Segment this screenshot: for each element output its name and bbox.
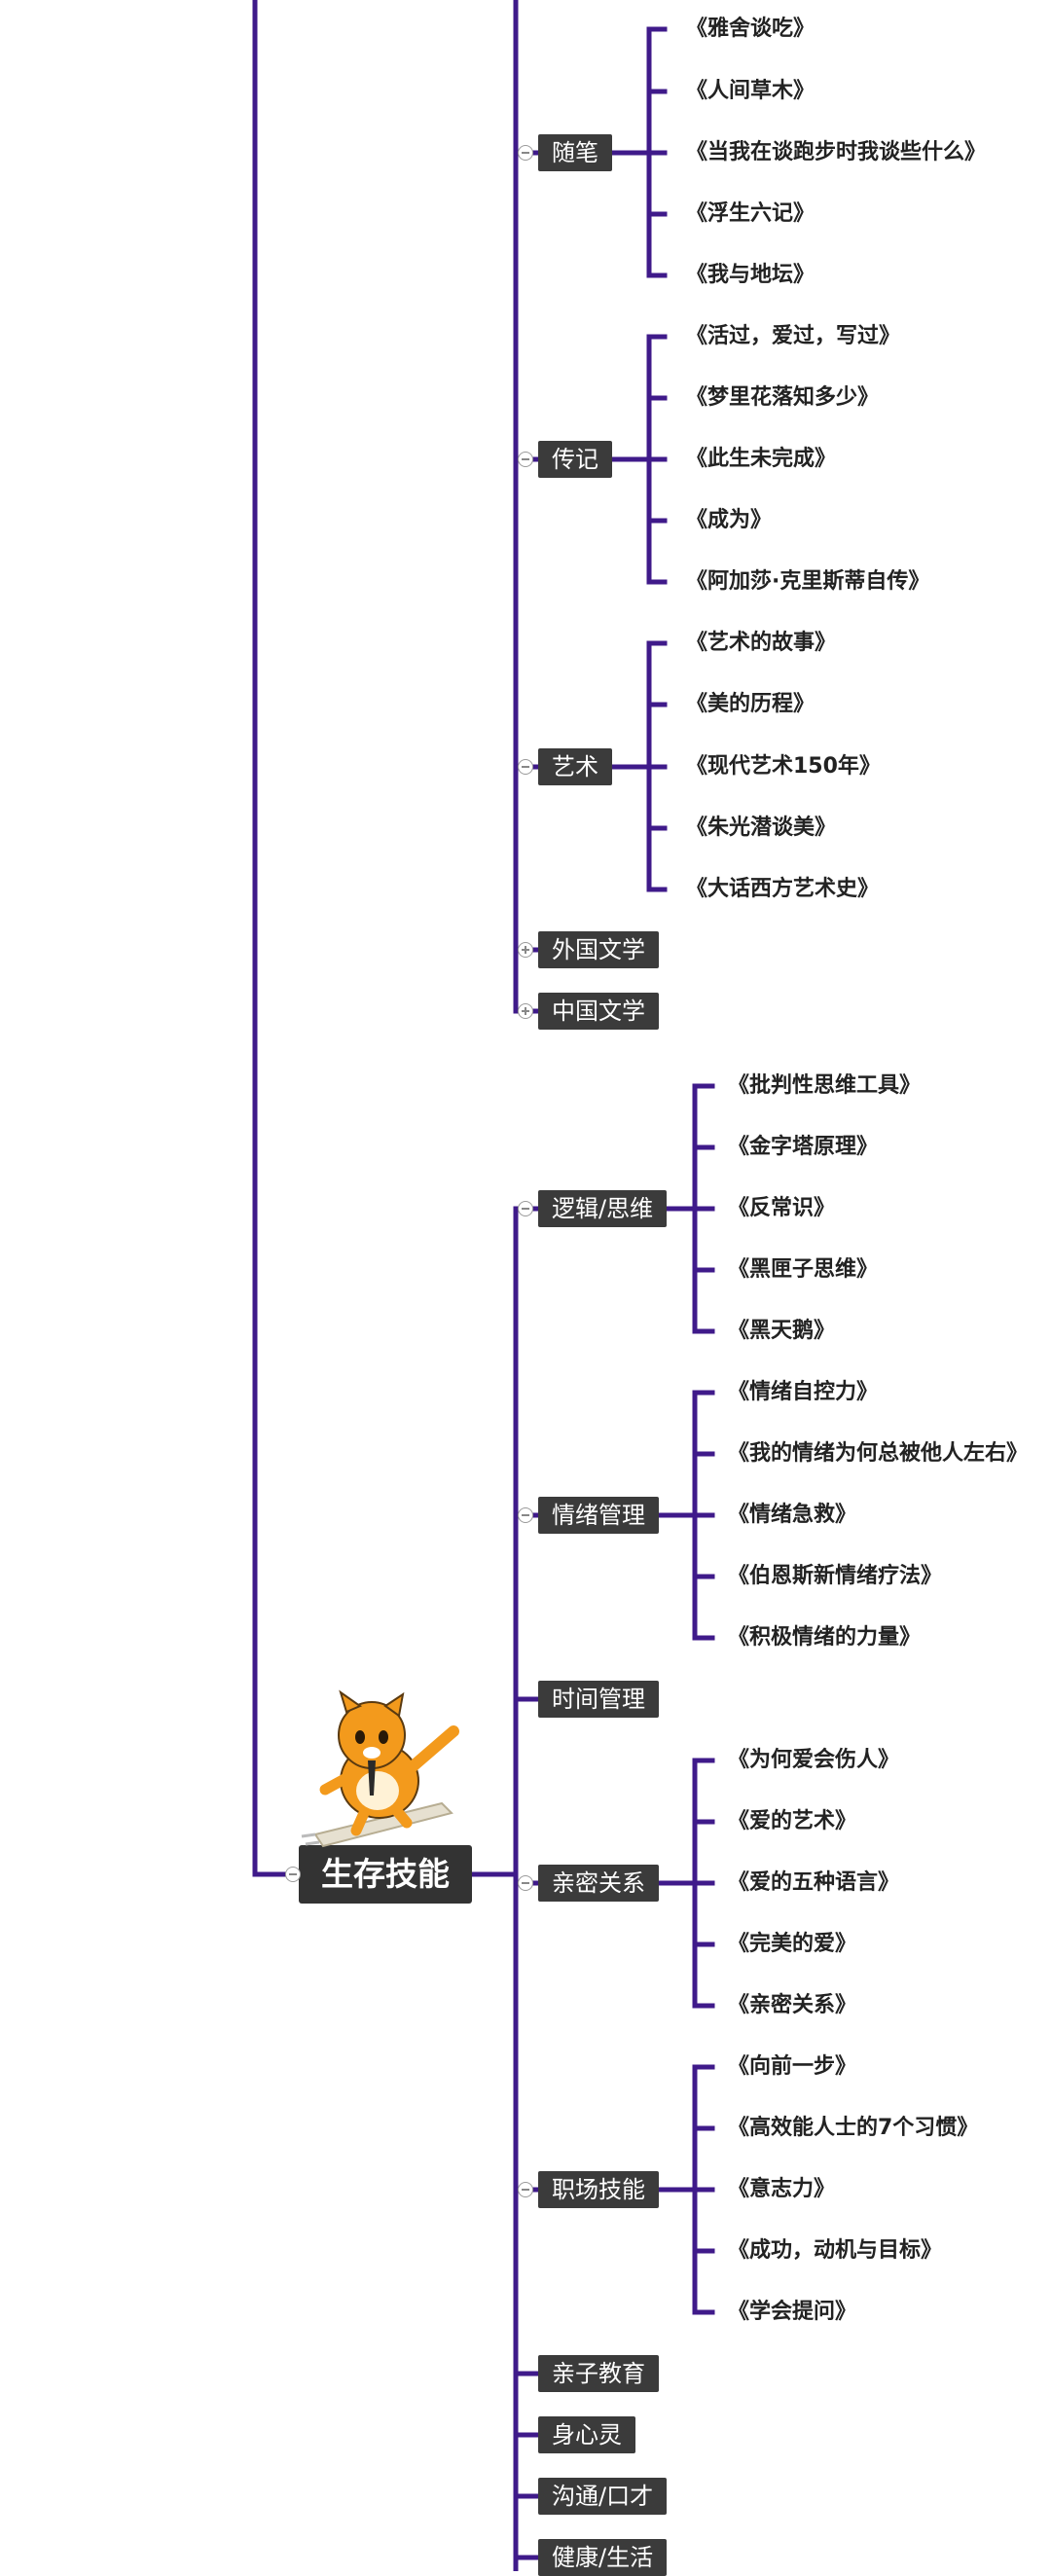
book-title[interactable]: 《美的历程》 (686, 692, 815, 716)
book-title[interactable]: 《爱的五种语言》 (728, 1870, 900, 1895)
book-title[interactable]: 《此生未完成》 (686, 447, 837, 471)
branch-toggle[interactable] (518, 145, 533, 161)
branch-4-node[interactable]: 中国文学 (538, 993, 659, 1030)
book-title[interactable]: 《意志力》 (728, 2177, 836, 2201)
book-title[interactable]: 《成为》 (686, 508, 773, 532)
book-title[interactable]: 《梦里花落知多少》 (686, 385, 880, 410)
book-title[interactable]: 《当我在谈跑步时我谈些什么》 (686, 140, 987, 164)
book-title[interactable]: 《情绪急救》 (728, 1503, 857, 1527)
branch-toggle[interactable] (518, 942, 533, 958)
book-title[interactable]: 《我与地坛》 (686, 263, 815, 287)
branch-toggle[interactable] (518, 759, 533, 775)
branch-toggle[interactable] (518, 1003, 533, 1019)
branch-2-node[interactable]: 艺术 (538, 748, 612, 785)
book-title[interactable]: 《阿加莎·克里斯蒂自传》 (686, 569, 930, 594)
root-node[interactable]: 生存技能 (299, 1845, 472, 1904)
branch-toggle[interactable] (518, 1507, 533, 1523)
book-title[interactable]: 《向前一步》 (728, 2054, 857, 2079)
book-title[interactable]: 《大话西方艺术史》 (686, 877, 880, 901)
branch-1-node[interactable]: 传记 (538, 441, 612, 478)
book-title[interactable]: 《为何爱会伤人》 (728, 1748, 900, 1772)
book-title[interactable]: 《艺术的故事》 (686, 631, 837, 655)
branch-toggle[interactable] (518, 2182, 533, 2197)
book-title[interactable]: 《完美的爱》 (728, 1932, 857, 1956)
root-branch-5-node[interactable]: 亲子教育 (538, 2355, 659, 2392)
root-branch-6-node[interactable]: 身心灵 (538, 2416, 635, 2453)
branch-3-node[interactable]: 外国文学 (538, 931, 659, 968)
book-title[interactable]: 《爱的艺术》 (728, 1809, 857, 1833)
book-title[interactable]: 《反常识》 (728, 1196, 836, 1220)
book-title[interactable]: 《批判性思维工具》 (728, 1073, 922, 1098)
book-title[interactable]: 《情绪自控力》 (728, 1380, 879, 1404)
book-title[interactable]: 《金字塔原理》 (728, 1135, 879, 1159)
book-title[interactable]: 《积极情绪的力量》 (728, 1625, 922, 1650)
book-title[interactable]: 《学会提问》 (728, 2300, 857, 2324)
root-branch-3-node[interactable]: 亲密关系 (538, 1865, 659, 1902)
book-title[interactable]: 《我的情绪为何总被他人左右》 (728, 1441, 1029, 1466)
book-title[interactable]: 《人间草木》 (686, 79, 815, 103)
book-title[interactable]: 《黑匣子思维》 (728, 1257, 879, 1282)
root-branch-0-node[interactable]: 逻辑/思维 (538, 1190, 668, 1227)
root-branch-2-node[interactable]: 时间管理 (538, 1681, 659, 1718)
hamster-mascot-icon (301, 1689, 459, 1848)
branch-toggle[interactable] (518, 1875, 533, 1891)
branch-0-node[interactable]: 随笔 (538, 134, 612, 171)
book-title[interactable]: 《成功，动机与目标》 (728, 2238, 943, 2263)
branch-toggle[interactable] (518, 452, 533, 467)
root-branch-4-node[interactable]: 职场技能 (538, 2171, 659, 2208)
book-title[interactable]: 《现代艺术150年》 (686, 754, 881, 779)
root-branch-1-node[interactable]: 情绪管理 (538, 1497, 659, 1534)
branch-toggle[interactable] (518, 1201, 533, 1216)
book-title[interactable]: 《雅舍谈吃》 (686, 17, 815, 41)
root-branch-8-node[interactable]: 健康/生活 (538, 2539, 668, 2576)
book-title[interactable]: 《朱光潜谈美》 (686, 816, 837, 840)
root-collapse-toggle[interactable] (285, 1867, 301, 1882)
book-title[interactable]: 《浮生六记》 (686, 201, 815, 226)
book-title[interactable]: 《亲密关系》 (728, 1993, 857, 2017)
book-title[interactable]: 《活过，爱过，写过》 (686, 324, 901, 348)
root-branch-7-node[interactable]: 沟通/口才 (538, 2478, 668, 2515)
book-title[interactable]: 《伯恩斯新情绪疗法》 (728, 1564, 943, 1588)
book-title[interactable]: 《黑天鹅》 (728, 1319, 836, 1343)
book-title[interactable]: 《高效能人士的7个习惯》 (728, 2116, 979, 2140)
